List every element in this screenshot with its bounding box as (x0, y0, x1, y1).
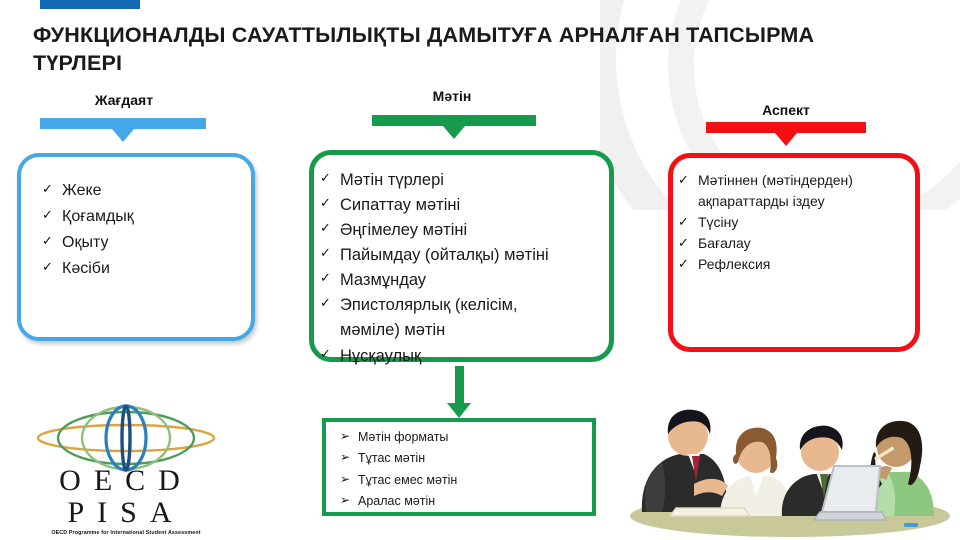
list-item: ➢ Аралас мәтін (338, 491, 588, 512)
list-item-label: Мәтіннен (мәтіндерден) ақпараттарды ізде… (698, 172, 853, 209)
list-item-label: Пайымдау (ойталқы) мәтіні (340, 246, 549, 265)
logo-tagline: OECD Programme for International Student… (51, 530, 201, 536)
arrow-bullet-icon: ➢ (340, 471, 351, 486)
card-situation (17, 153, 255, 341)
list-item: ➢ Тұтас емес мәтін (338, 470, 588, 491)
list-item: ➢ Тұтас мәтін (338, 448, 588, 469)
check-icon: ✓ (678, 172, 689, 187)
column-header-situation: Жағдаят (94, 92, 154, 108)
arrow-bullet-icon: ➢ (340, 429, 351, 443)
person-1 (641, 409, 728, 512)
list-text-format: ➢ Мәтін форматы ➢ Тұтас мәтін ➢ Тұтас емес … (338, 427, 588, 512)
oecd-pisa-wordmark: OECD PISA (28, 466, 224, 529)
check-icon: ✓ (320, 245, 331, 261)
list-item-label: Кәсіби (62, 259, 110, 277)
list-item-label: Тұтас мәтін (358, 451, 426, 466)
list-item-label: Рефлексия (698, 256, 771, 272)
top-accent-bar (40, 0, 140, 9)
check-icon: ✓ (42, 258, 53, 274)
banner-pointer-situation (112, 129, 134, 142)
check-icon: ✓ (320, 295, 331, 311)
list-item-label: Сипаттау мәтіні (340, 196, 461, 215)
check-icon: ✓ (320, 195, 331, 211)
list-item: ✓ Әңгімелеу мәтіні (318, 218, 578, 243)
banner-bar-situation (40, 118, 206, 142)
banner-bar-text (372, 115, 536, 139)
list-item-label: Мазмұндау (340, 271, 427, 290)
list-item-label: Әңгімелеу мәтіні (340, 221, 468, 240)
meeting-illustration (630, 409, 950, 537)
page-title: ФУНКЦИОНАЛДЫ САУАТТЫЛЫҚТЫ ДАМЫТУҒА АРНАЛ… (33, 23, 815, 75)
banner-bar-aspect (706, 122, 866, 146)
check-icon: ✓ (320, 345, 331, 361)
list-item: ✓ Қоғамдық (40, 204, 240, 230)
list-item: ✓ Түсіну (676, 212, 891, 233)
list-item: ✓ Мәтін түрлері (318, 168, 578, 193)
card-text (309, 150, 614, 362)
oecd-globe-icon (36, 404, 216, 472)
check-icon: ✓ (678, 214, 689, 229)
list-situation: ✓ Жеке ✓ Қоғамдық ✓ Оқыту ✓ Кәсіби (40, 178, 240, 282)
check-icon: ✓ (678, 256, 689, 271)
oecd-pisa-logo: OECD PISA OECD Programme for Internation… (28, 404, 224, 536)
list-item: ✓ Мазмұндау (318, 268, 578, 293)
check-icon: ✓ (320, 220, 331, 236)
list-item: ✓ Нұсқаулық (318, 344, 578, 369)
person-2 (720, 427, 792, 516)
list-item: ✓ Сипаттау мәтіні (318, 193, 578, 218)
list-item-label: Мәтін форматы (358, 430, 449, 444)
list-item: ✓ Кәсіби (40, 256, 240, 282)
list-text: ✓ Мәтін түрлері ✓ Сипаттау мәтіні ✓ Әңгімел… (318, 168, 578, 369)
list-item-label: Мәтін түрлері (340, 171, 444, 189)
list-item-label: Эпистолярлық (келісім, мәміле) мәтін (340, 296, 518, 340)
list-item-label: Тұтас емес мәтін (358, 472, 458, 487)
check-icon: ✓ (42, 206, 53, 222)
logo-line-pisa: PISA (67, 496, 185, 529)
list-item: ✓ Бағалау (676, 233, 891, 254)
list-item: ✓ Эпистолярлық (келісім, мәміле) мәтін (318, 293, 578, 343)
check-icon: ✓ (42, 232, 53, 248)
card-text-format (322, 418, 596, 516)
list-aspect: ✓ Мәтіннен (мәтіндерден) ақпараттарды ізд… (676, 170, 891, 275)
column-header-text: Мәтін (432, 88, 472, 104)
connector-arrowhead (447, 403, 471, 418)
list-item-label: Бағалау (698, 235, 751, 251)
person-4 (859, 420, 934, 516)
arrow-bullet-icon: ➢ (340, 492, 351, 507)
list-item-label: Аралас мәтін (358, 493, 436, 508)
check-icon: ✓ (678, 235, 689, 250)
list-item-label: Оқыту (62, 233, 109, 251)
list-item: ✓ Пайымдау (ойталқы) мәтіні (318, 243, 578, 268)
check-icon: ✓ (42, 181, 53, 196)
list-item-label: Қоғамдық (62, 207, 134, 225)
laptop (812, 465, 888, 521)
card-aspect (668, 153, 920, 352)
list-item: ✓ Рефлексия (676, 254, 891, 275)
list-item-label: Жеке (62, 182, 102, 199)
list-item-label: Нұсқаулық (340, 346, 422, 365)
list-item: ✓ Жеке (40, 178, 240, 204)
list-item: ✓ Оқыту (40, 230, 240, 256)
arrow-bullet-icon: ➢ (340, 450, 351, 465)
list-item: ✓ Мәтіннен (мәтіндерден) ақпараттарды ізд… (676, 170, 891, 212)
check-icon: ✓ (320, 170, 331, 185)
logo-line-oecd: OECD (59, 464, 193, 497)
banner-pointer-aspect (775, 133, 797, 146)
check-icon: ✓ (320, 270, 331, 286)
banner-pointer-text (443, 126, 465, 139)
list-item-label: Түсіну (698, 214, 739, 230)
list-item: ➢ Мәтін форматы (338, 427, 588, 448)
column-header-aspect: Аспект (762, 102, 810, 118)
connector-stem (455, 366, 464, 404)
